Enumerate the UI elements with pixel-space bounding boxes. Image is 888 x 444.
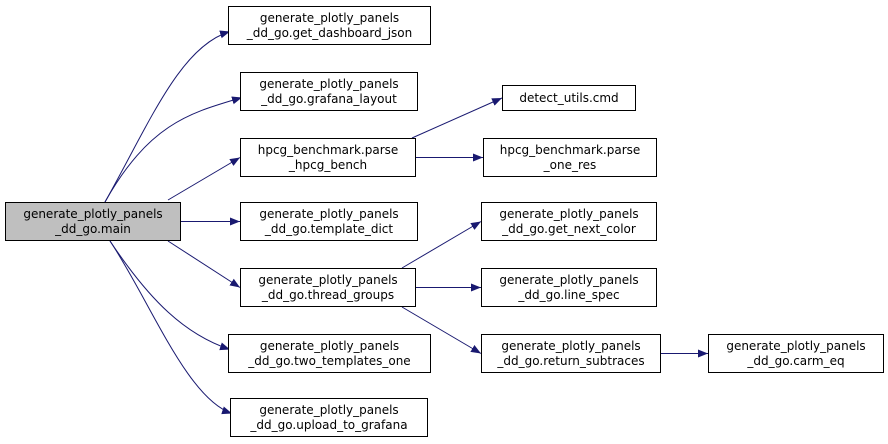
node-label-line: _dd_go.get_dashboard_json	[246, 25, 413, 40]
node-template-dict[interactable]: generate_plotly_panels_dd_go.template_di…	[240, 202, 418, 241]
node-label-line: _dd_go.main	[55, 221, 131, 236]
node-carm-eq[interactable]: generate_plotly_panels_dd_go.carm_eq	[708, 334, 884, 373]
node-get-dashboard-json[interactable]: generate_plotly_panels_dd_go.get_dashboa…	[228, 6, 431, 45]
edge-main-to-thread-groups	[167, 240, 241, 288]
node-parse-hpcg-bench[interactable]: hpcg_benchmark.parse_hpcg_bench	[240, 138, 416, 177]
node-label-line: generate_plotly_panels	[23, 206, 163, 221]
node-get-next-color[interactable]: generate_plotly_panels_dd_go.get_next_co…	[481, 202, 657, 241]
node-label-line: _dd_go.upload_to_grafana	[250, 417, 408, 432]
node-label-line: generate_plotly_panels	[726, 338, 866, 353]
node-label-line: generate_plotly_panels	[499, 206, 639, 221]
node-label-line: _dd_go.template_dict	[264, 221, 394, 236]
edge-parse-hpcg-bench-to-detect-utils-cmd	[411, 97, 503, 139]
edge-thread-groups-to-return-subtraces	[401, 306, 482, 354]
node-detect-utils-cmd[interactable]: detect_utils.cmd	[502, 85, 636, 111]
node-label-line: _dd_go.grafana_layout	[261, 91, 397, 106]
node-label-line: generate_plotly_panels	[258, 272, 398, 287]
node-label-line: _hpcg_bench	[288, 157, 368, 172]
node-grafana-layout[interactable]: generate_plotly_panels_dd_go.grafana_lay…	[240, 72, 418, 111]
node-main[interactable]: generate_plotly_panels_dd_go.main	[5, 202, 181, 241]
node-label-line: _one_res	[543, 157, 597, 172]
node-label-line: generate_plotly_panels	[259, 206, 399, 221]
node-label-line: generate_plotly_panels	[259, 402, 399, 417]
edge-main-to-parse-hpcg-bench	[167, 157, 241, 201]
node-label-line: generate_plotly_panels	[499, 272, 639, 287]
node-label-line: _dd_go.carm_eq	[747, 353, 845, 368]
edge-thread-groups-to-get-next-color	[401, 221, 482, 269]
node-label-line: _dd_go.get_next_color	[502, 221, 636, 236]
node-label-line: generate_plotly_panels	[501, 338, 641, 353]
edge-main-to-get-dashboard-json	[104, 30, 231, 203]
node-label-line: _dd_go.thread_groups	[261, 287, 395, 302]
node-label-line: hpcg_benchmark.parse	[257, 142, 399, 157]
node-upload-to-grafana[interactable]: generate_plotly_panels_dd_go.upload_to_g…	[230, 398, 428, 437]
edge-main-to-grafana-layout	[104, 96, 243, 203]
edge-main-to-upload-to-grafana	[109, 240, 233, 415]
node-label-line: _dd_go.line_spec	[518, 287, 620, 302]
node-label-line: generate_plotly_panels	[259, 76, 399, 91]
node-line-spec[interactable]: generate_plotly_panels_dd_go.line_spec	[481, 268, 657, 307]
node-return-subtraces[interactable]: generate_plotly_panels_dd_go.return_subt…	[481, 334, 661, 373]
node-label-line: hpcg_benchmark.parse	[499, 142, 641, 157]
edge-main-to-two-templates-one	[109, 240, 231, 351]
node-label-line: _dd_go.return_subtraces	[497, 353, 645, 368]
node-thread-groups[interactable]: generate_plotly_panels_dd_go.thread_grou…	[240, 268, 416, 307]
node-parse-one-res[interactable]: hpcg_benchmark.parse_one_res	[483, 138, 657, 177]
node-two-templates-one[interactable]: generate_plotly_panels_dd_go.two_templat…	[228, 334, 431, 373]
node-label-line: generate_plotly_panels	[259, 338, 400, 353]
node-label-line: generate_plotly_panels	[259, 10, 400, 25]
node-label-line: detect_utils.cmd	[519, 90, 619, 105]
node-label-line: _dd_go.two_templates_one	[248, 353, 411, 368]
